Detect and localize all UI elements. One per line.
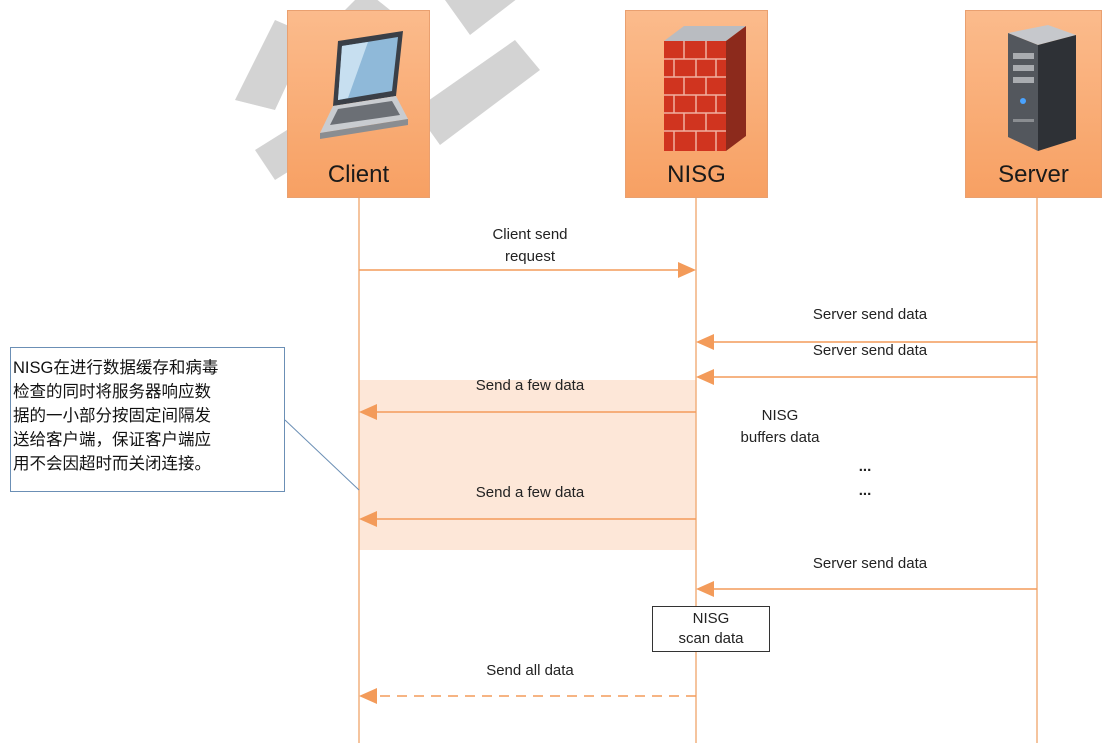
server-lane-title: Server (998, 161, 1069, 188)
label-send-few-data-2: Send a few data (475, 484, 585, 501)
arrow-server-send-data-2 (696, 369, 1037, 385)
arrow-send-few-data-2 (359, 511, 696, 527)
label-server-send-data-1: Server send data (812, 306, 928, 323)
nisg-lane-title: NISG (667, 161, 726, 188)
buffer-highlight-region (359, 380, 696, 550)
server-icon (1008, 25, 1076, 151)
ellipsis-2: ... (858, 482, 872, 499)
arrow-send-all-data (359, 688, 696, 704)
nisg-scan-data-box: NISG scan data (652, 606, 770, 652)
client-lane: Client (287, 10, 430, 198)
ellipsis-1: ... (858, 458, 872, 475)
label-nisg-buffers-data: NISG buffers data (740, 407, 820, 446)
label-send-all-data: Send all data (486, 662, 574, 679)
nisg-lane: NISG (625, 10, 768, 198)
label-client-send-request: Client send request (492, 226, 568, 265)
explanation-note: NISG在进行数据缓存和病毒 检查的同时将服务器响应数 据的一小部分按固定间隔发… (10, 347, 285, 492)
arrow-server-send-data-3 (696, 581, 1037, 597)
server-lane: Server (965, 10, 1102, 198)
label-server-send-data-2: Server send data (812, 342, 928, 359)
arrow-client-send-request (359, 262, 696, 278)
laptop-icon (320, 31, 408, 139)
arrow-send-few-data-1 (359, 404, 696, 420)
client-lane-title: Client (327, 161, 390, 188)
firewall-icon (664, 26, 746, 151)
label-send-few-data-1: Send a few data (475, 377, 585, 394)
arrow-server-send-data-1 (696, 334, 1037, 350)
note-connector (284, 419, 360, 491)
label-server-send-data-3: Server send data (812, 555, 928, 572)
